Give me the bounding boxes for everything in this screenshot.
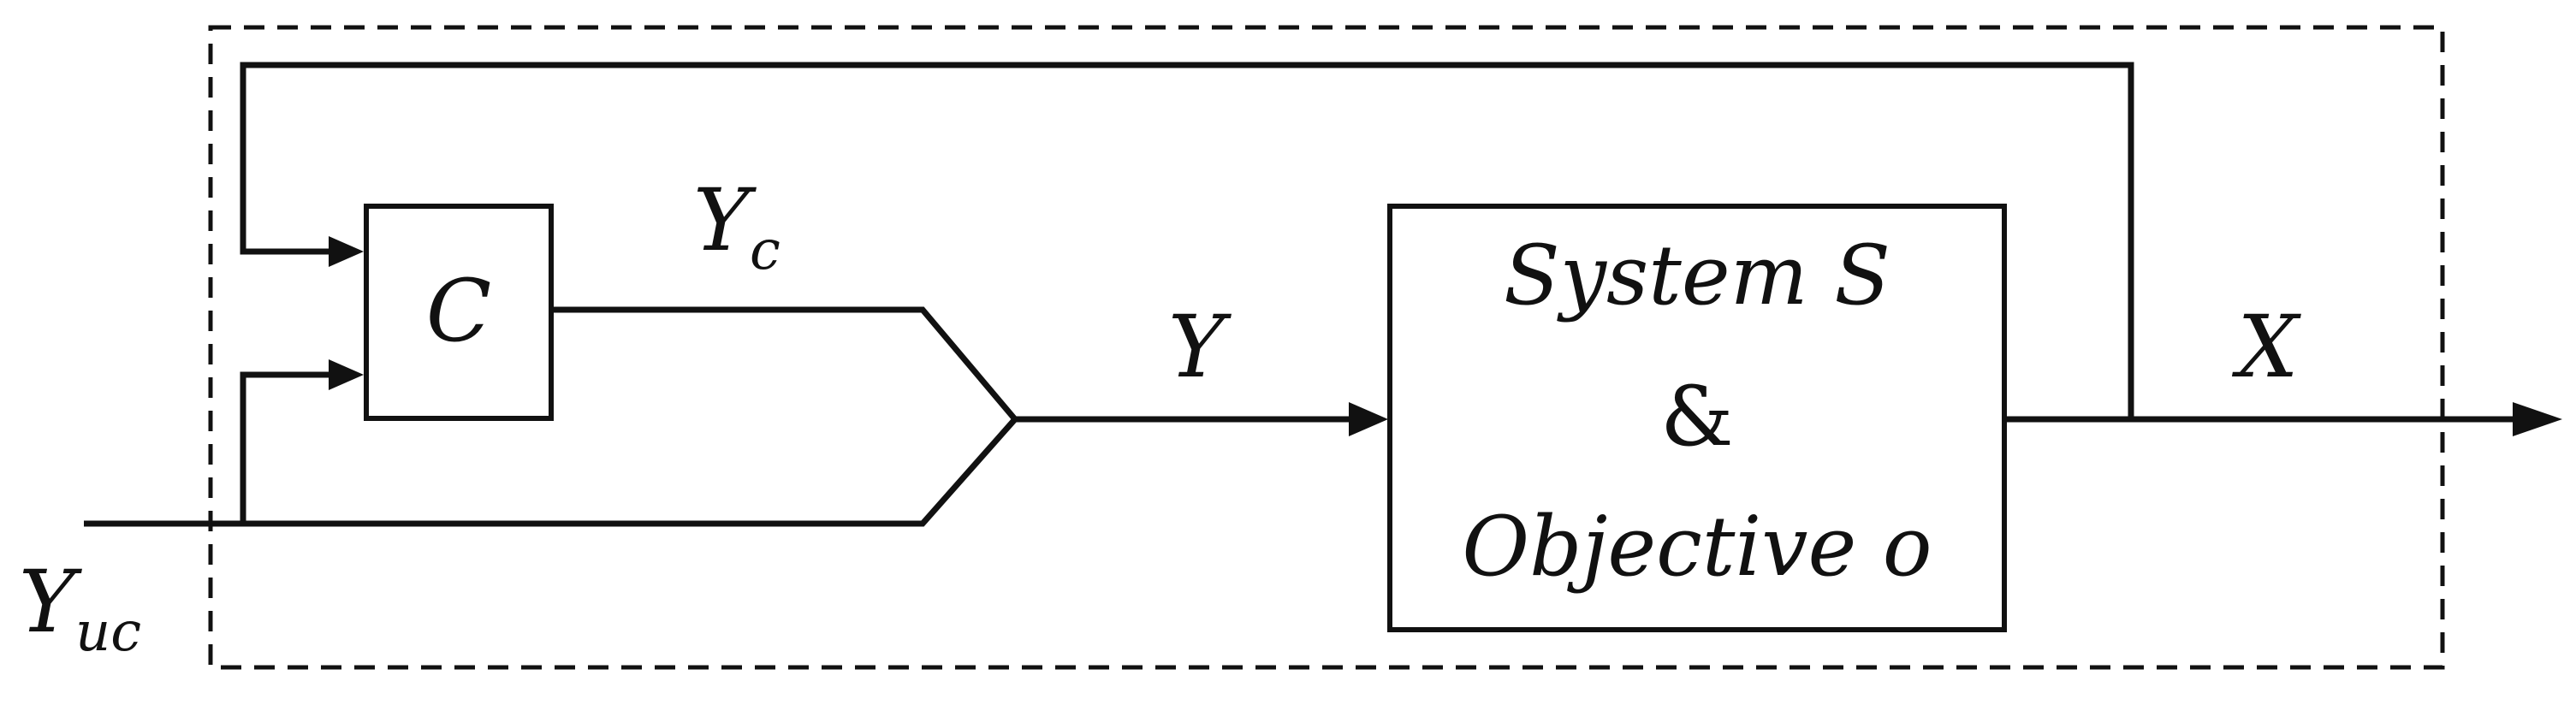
uc-to-controller-wire bbox=[240, 371, 329, 524]
feedback-wire bbox=[240, 62, 2134, 419]
controlled-input-symbol: Y bbox=[693, 170, 757, 270]
uncontrolled-input-symbol: Y bbox=[19, 552, 82, 652]
uc-to-controller-arrowhead bbox=[329, 359, 364, 390]
dashed-boundary bbox=[208, 25, 2445, 670]
controlled-input-wire bbox=[551, 306, 1018, 422]
controlled-input-subscript: c bbox=[750, 219, 781, 282]
system-label-line3: Objective o bbox=[1462, 499, 1932, 595]
uc-input-wire bbox=[84, 417, 1018, 527]
controller-block bbox=[364, 204, 554, 421]
controlled-input-label: Yc bbox=[693, 170, 781, 282]
combined-input-label: Y bbox=[1168, 297, 1232, 397]
output-label: X bbox=[2231, 297, 2301, 397]
feedback-arrowhead bbox=[329, 236, 364, 267]
uncontrolled-input-label: Yuc bbox=[19, 552, 141, 664]
merged-input-arrowhead bbox=[1349, 402, 1388, 436]
system-label-line2: & bbox=[1660, 369, 1733, 465]
system-label-line1: System S bbox=[1504, 228, 1890, 323]
system-block bbox=[1387, 204, 2007, 632]
uncontrolled-input-subscript: uc bbox=[75, 601, 141, 664]
output-arrowhead bbox=[2513, 402, 2562, 436]
controller-label: C bbox=[426, 261, 492, 361]
